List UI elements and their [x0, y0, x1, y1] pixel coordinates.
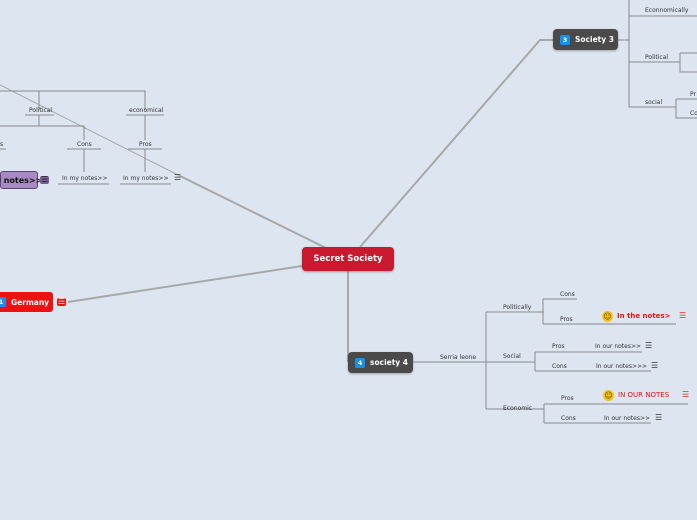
number-badge-icon: 4 — [355, 357, 365, 368]
number-badge-icon: 3 — [560, 34, 570, 45]
society3-branch[interactable]: Econnomically — [645, 7, 689, 14]
society4-branch[interactable]: Economic — [503, 405, 533, 412]
smiley-icon: ☺ — [603, 390, 614, 401]
subtopic-cons[interactable]: Cons — [77, 141, 92, 148]
subtopic[interactable]: s — [0, 141, 4, 148]
notes-icon[interactable]: ☰ — [651, 361, 659, 370]
central-topic[interactable]: Secret Society — [302, 247, 394, 271]
note-topic[interactable]: In our notes>> — [595, 343, 642, 350]
society4-label: society 4 — [370, 358, 409, 367]
note-topic[interactable]: In my notes>> — [62, 175, 108, 182]
subtopic-cons[interactable]: Cons — [560, 291, 575, 298]
subtopic-pros[interactable]: Pros — [552, 343, 565, 350]
purple-note-label: y notes>> — [0, 175, 43, 185]
subtopic-cons[interactable]: Cons — [561, 415, 576, 422]
society3-branch[interactable]: social — [645, 99, 663, 106]
note-topic[interactable]: In our notes>>> — [596, 363, 648, 370]
society3-label: Society 3 — [575, 35, 614, 44]
subtopic-pros[interactable]: Pros — [561, 395, 574, 402]
number-badge-icon: 1 — [0, 297, 6, 307]
notes-icon[interactable]: ☰ — [679, 311, 687, 320]
notes-icon[interactable]: ☰ — [645, 341, 653, 350]
purple-note-node[interactable]: y notes>> — [0, 171, 42, 189]
germany-node[interactable]: 1 Germany — [0, 292, 53, 312]
connector-root-left — [179, 175, 327, 249]
notes-icon[interactable]: ☰ — [174, 173, 182, 182]
society3-node[interactable]: 3 Society 3 — [553, 29, 618, 50]
society4-node[interactable]: 4 society 4 — [348, 352, 413, 373]
country-label[interactable]: Serria leone — [440, 354, 477, 361]
branch-political[interactable]: Political — [29, 107, 53, 114]
connector-root-society3 — [359, 39, 553, 248]
society4-branch[interactable]: Social — [503, 353, 521, 360]
notes-icon[interactable]: ☰ — [57, 297, 67, 306]
note-topic[interactable]: In our notes>> — [604, 415, 651, 422]
note-topic[interactable]: In my notes>> — [123, 175, 169, 182]
germany-label: Germany — [11, 297, 50, 307]
note-topic[interactable]: IN OUR NOTES — [618, 391, 670, 399]
smiley-icon: ☺ — [602, 311, 613, 322]
branch-economical[interactable]: economical — [129, 107, 164, 114]
society3-subtopic[interactable]: Co — [690, 110, 697, 117]
subtopic-pros[interactable]: Pros — [139, 141, 152, 148]
society4-branch[interactable]: Politically — [503, 304, 532, 311]
subtopic-cons[interactable]: Cons — [552, 363, 567, 370]
notes-icon[interactable]: ☰ — [655, 413, 663, 422]
society3-branch[interactable]: Political — [645, 54, 669, 61]
central-topic-label: Secret Society — [313, 254, 383, 264]
notes-icon[interactable]: ☰ — [40, 175, 50, 184]
connector-root-germany — [67, 265, 303, 303]
notes-icon[interactable]: ☰ — [682, 390, 690, 399]
society3-subtopic[interactable]: Pr — [690, 91, 696, 98]
note-topic[interactable]: In the notes> — [617, 312, 671, 320]
subtopic-pros[interactable]: Pros — [560, 316, 573, 323]
